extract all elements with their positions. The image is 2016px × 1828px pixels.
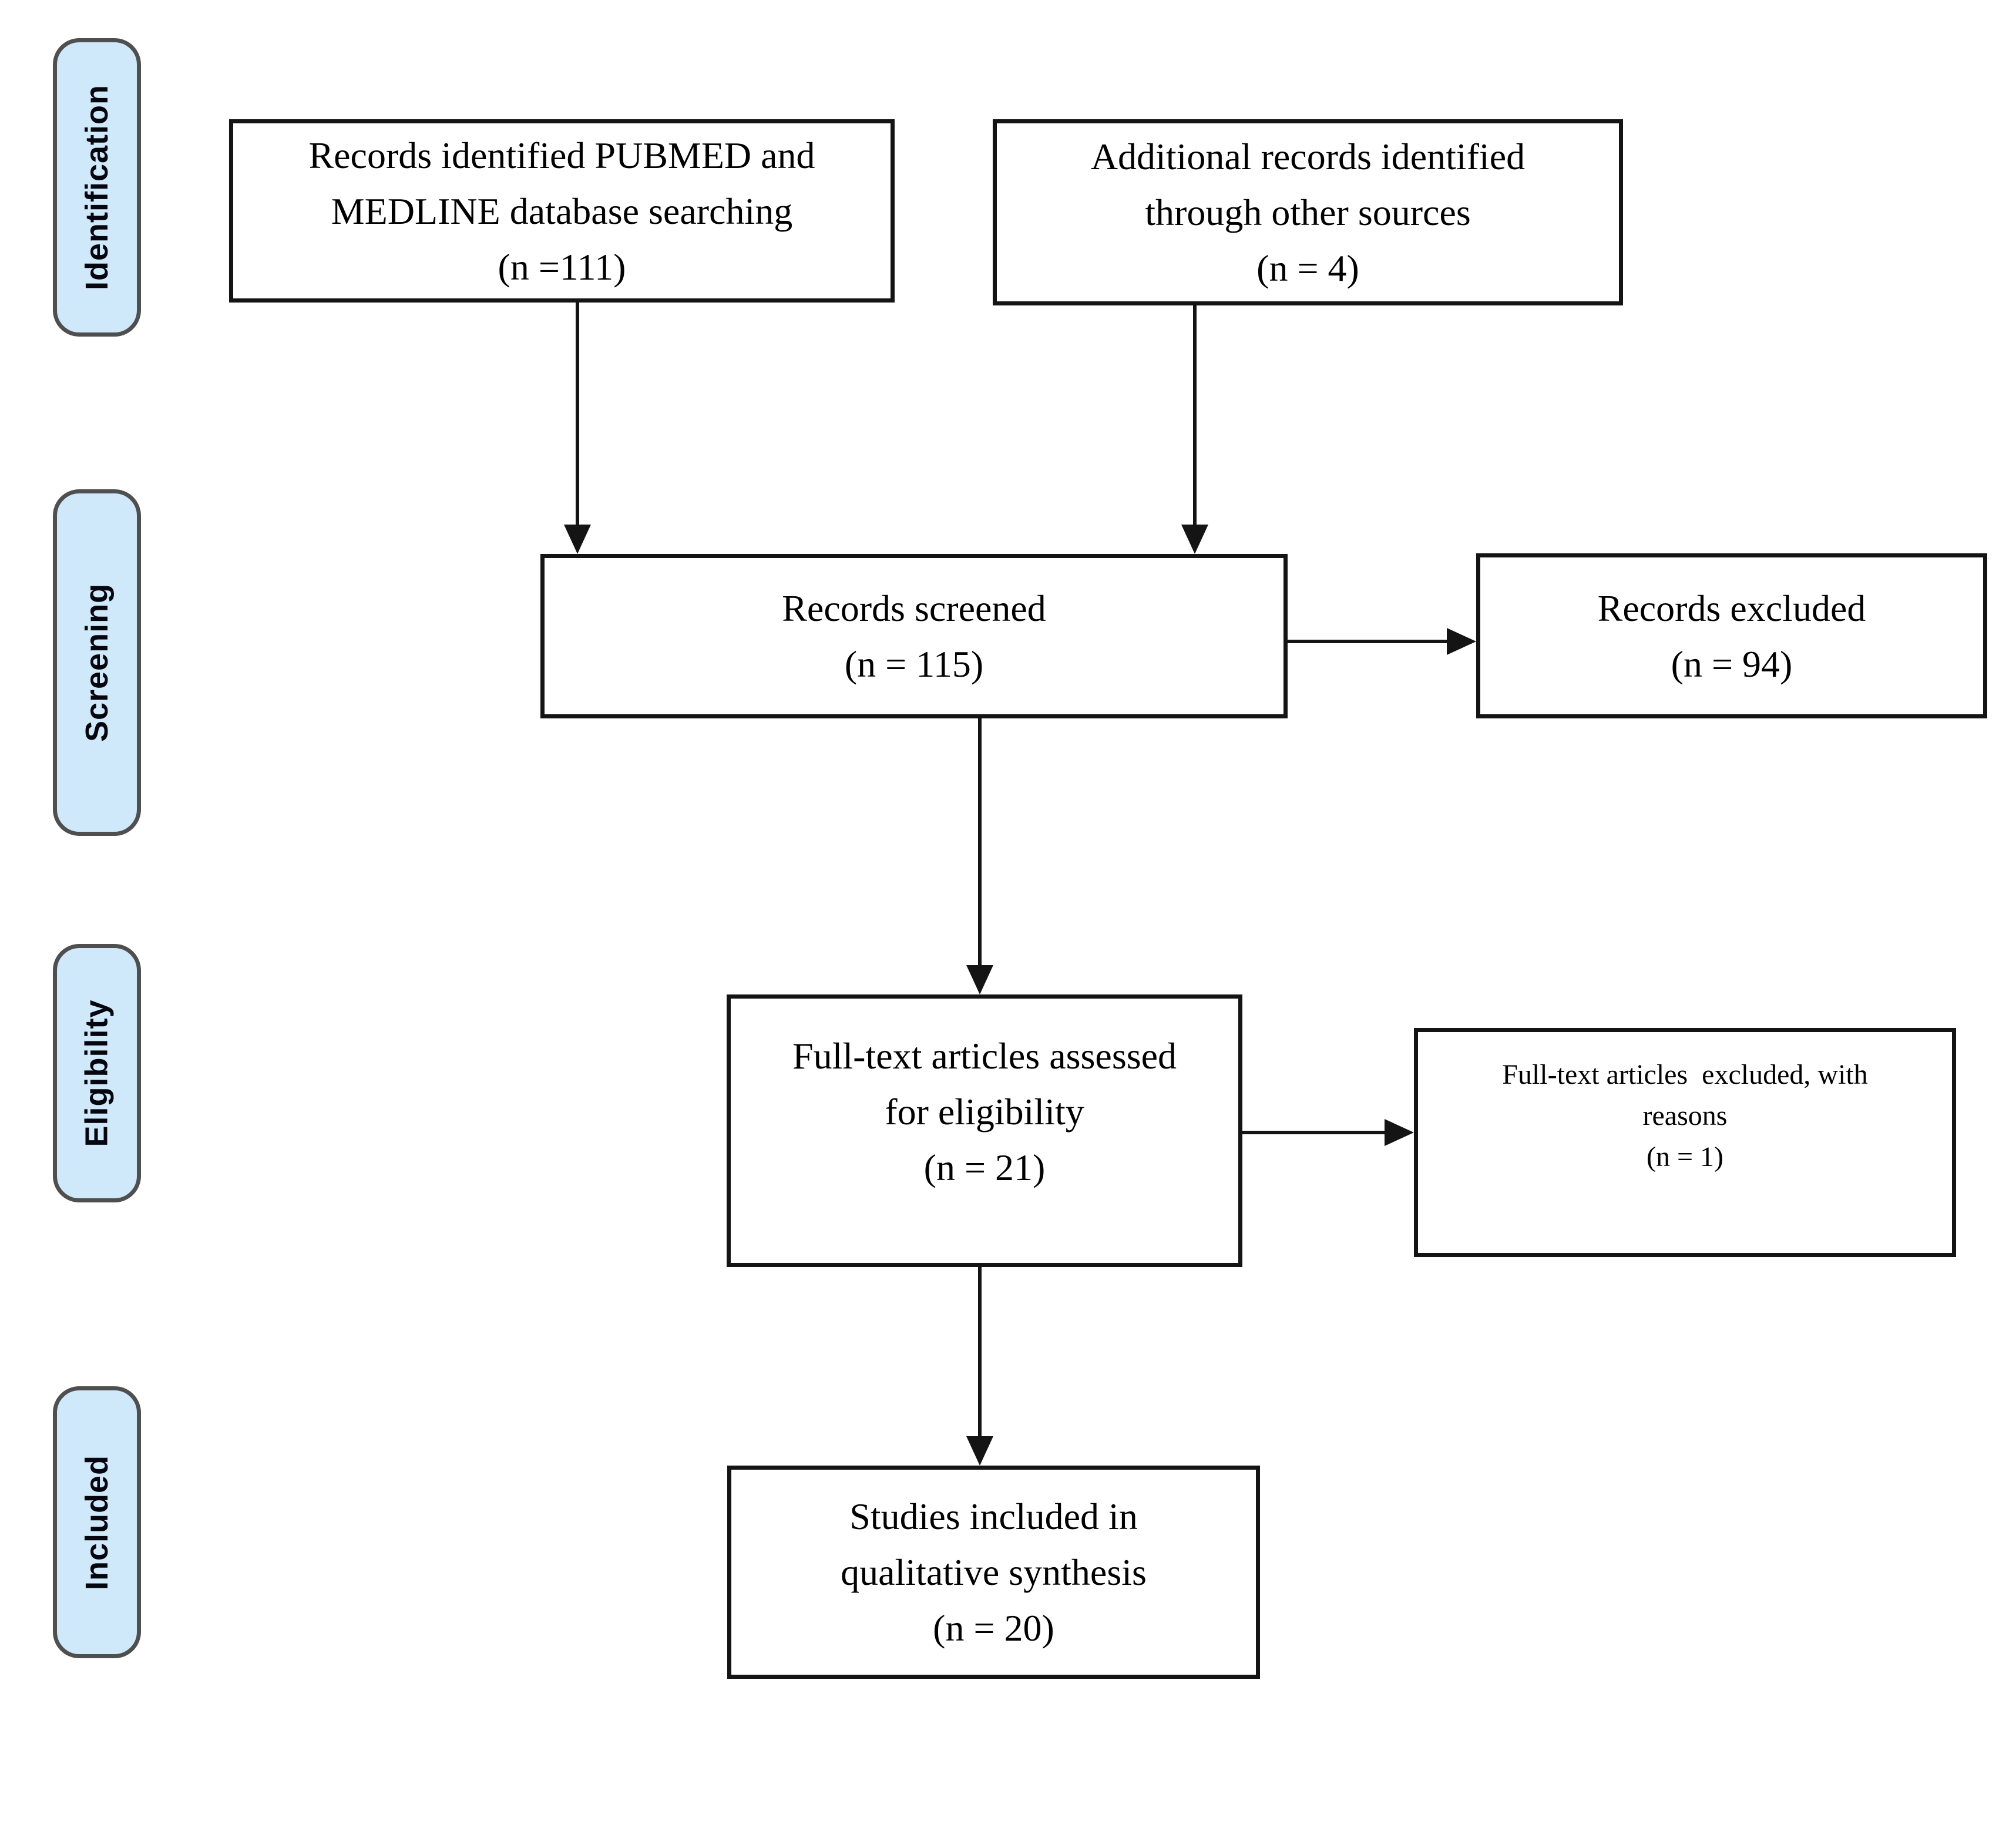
arrow-screened-to-fulltext-head-icon: [966, 965, 993, 994]
box-additional-records-line1: Additional records identified: [1090, 136, 1526, 177]
arrow-additional-to-screened-line: [1193, 305, 1197, 526]
box-fulltext-excluded-line3: (n = 1): [1646, 1141, 1724, 1172]
box-fulltext-assessed-line2: for eligibility: [885, 1091, 1084, 1133]
phase-label-screening-text: Screening: [79, 583, 115, 742]
arrow-screened-to-excluded-head-icon: [1447, 628, 1476, 655]
arrow-fulltext-to-included-head-icon: [966, 1436, 993, 1466]
box-records-excluded: Records excluded (n = 94): [1476, 553, 1987, 718]
arrow-screened-to-excluded-line: [1288, 640, 1448, 643]
box-fulltext-excluded: Full-text articles excluded, with reason…: [1414, 1028, 1956, 1257]
phase-label-identification-text: Identification: [79, 85, 115, 290]
box-additional-records: Additional records identified through ot…: [993, 119, 1623, 305]
box-fulltext-assessed: Full-text articles assessed for eligibil…: [727, 994, 1242, 1267]
box-fulltext-excluded-line1: Full-text articles excluded, with: [1502, 1059, 1868, 1090]
box-fulltext-assessed-line3: (n = 21): [923, 1147, 1046, 1188]
box-records-identified: Records identified PUBMED and MEDLINE da…: [229, 119, 895, 303]
box-records-screened: Records screened (n = 115): [540, 554, 1288, 718]
box-fulltext-excluded-line2: reasons: [1642, 1100, 1728, 1131]
phase-label-eligibility-text: Eligibility: [79, 999, 115, 1147]
phase-label-eligibility: Eligibility: [53, 944, 141, 1202]
box-records-identified-line2: MEDLINE database searching: [331, 190, 793, 232]
box-records-screened-line1: Records screened: [782, 587, 1046, 629]
box-records-excluded-line1: Records excluded: [1597, 587, 1866, 629]
phase-label-identification: Identification: [53, 38, 141, 337]
box-records-identified-line3: (n =111): [498, 246, 626, 288]
phase-label-included-text: Included: [79, 1454, 115, 1590]
box-studies-included-line2: qualitative synthesis: [841, 1551, 1147, 1593]
arrow-fulltext-to-included-line: [978, 1267, 982, 1437]
arrow-screened-to-fulltext-line: [978, 718, 982, 966]
box-records-identified-line1: Records identified PUBMED and: [308, 134, 815, 176]
phase-label-screening: Screening: [53, 489, 141, 836]
arrow-fulltext-to-excluded-head-icon: [1385, 1119, 1414, 1146]
box-records-excluded-line2: (n = 94): [1671, 643, 1793, 685]
box-additional-records-line2: through other sources: [1145, 191, 1471, 233]
arrow-identified-to-screened-head-icon: [564, 525, 591, 554]
box-studies-included-line3: (n = 20): [933, 1607, 1054, 1649]
box-studies-included-line1: Studies included in: [849, 1496, 1138, 1537]
arrow-additional-to-screened-head-icon: [1181, 525, 1208, 554]
phase-label-included: Included: [53, 1386, 141, 1658]
box-studies-included: Studies included in qualitative synthesi…: [727, 1466, 1260, 1679]
box-records-screened-line2: (n = 115): [844, 643, 984, 685]
box-additional-records-line3: (n = 4): [1256, 247, 1359, 289]
box-fulltext-assessed-line1: Full-text articles assessed: [792, 1035, 1177, 1077]
arrow-fulltext-to-excluded-line: [1242, 1131, 1386, 1134]
arrow-identified-to-screened-line: [576, 303, 579, 526]
